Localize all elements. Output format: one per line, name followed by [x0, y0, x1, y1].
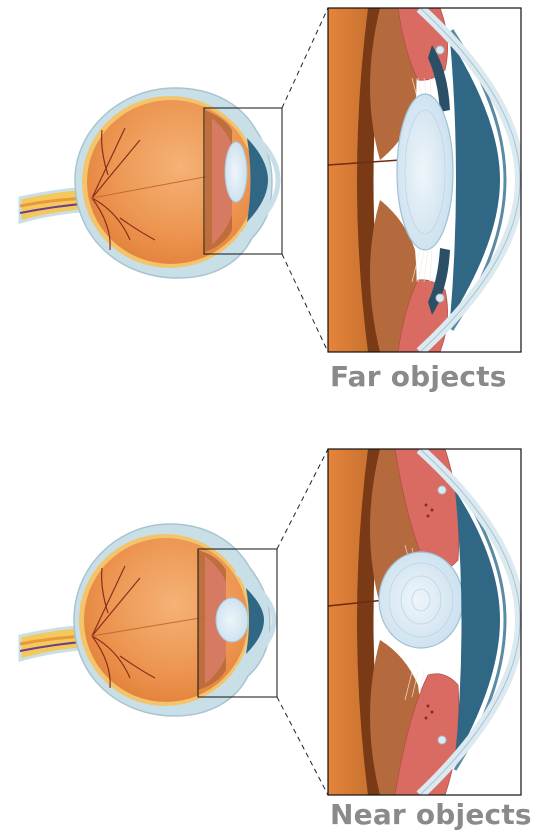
far-objects-caption: Far objects	[330, 360, 507, 393]
near-objects-caption: Near objects	[330, 798, 532, 831]
near-zoom-panel	[328, 449, 521, 795]
far-eye	[20, 8, 328, 352]
near-zoom-lens	[379, 552, 463, 648]
far-zoom-panel	[328, 8, 521, 352]
near-eye	[20, 449, 328, 795]
near-lens	[216, 598, 248, 642]
far-lens	[225, 142, 247, 202]
